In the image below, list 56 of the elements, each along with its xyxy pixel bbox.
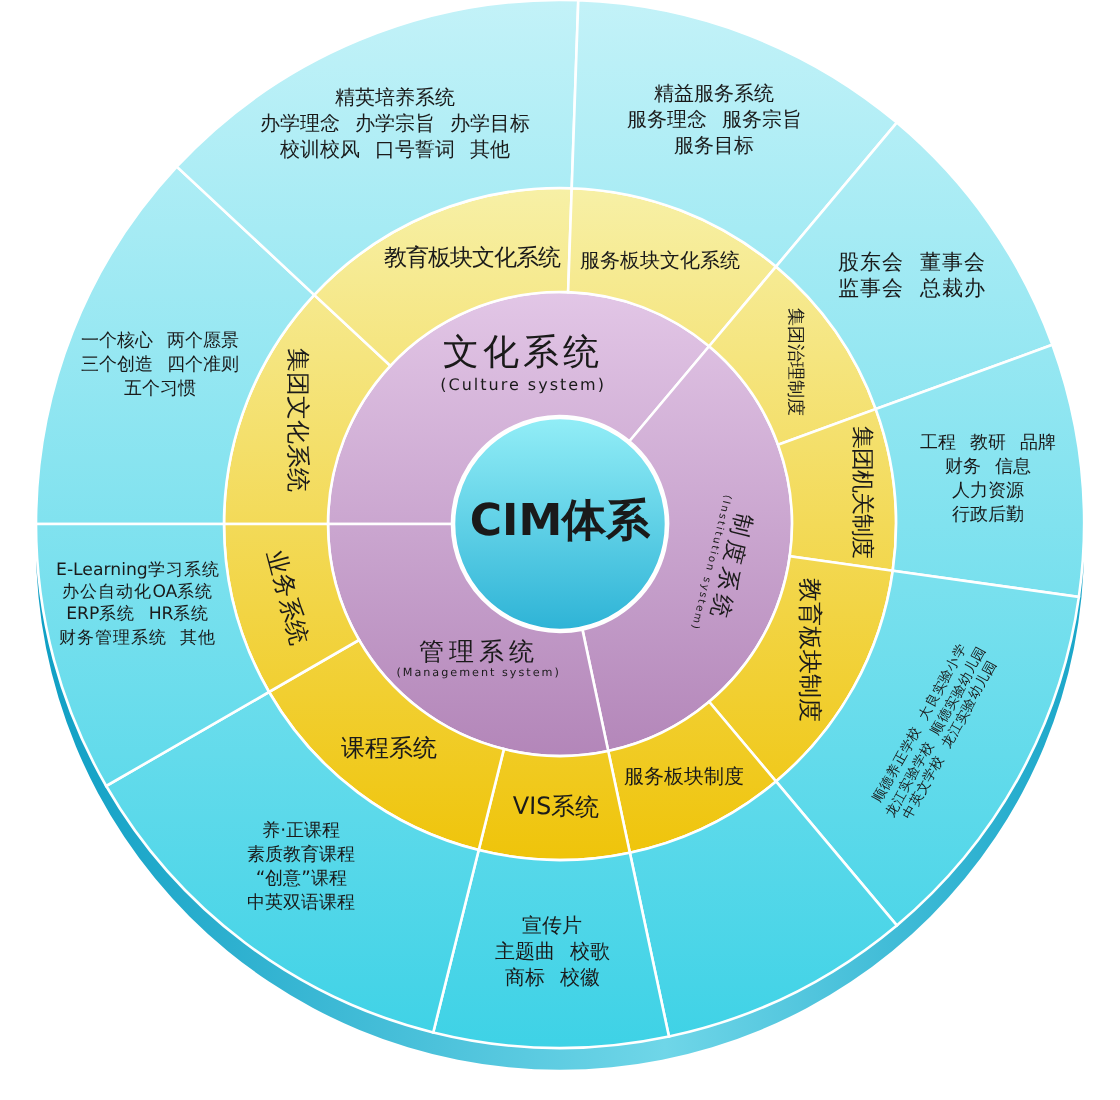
list-item: 办公自动化OA系统 [62,583,214,604]
list-item: ERP系统 [66,606,136,628]
segment-label: 教育板块制度 [793,578,824,723]
list-item: 商标 [504,966,545,993]
segment-label: 集团文化系统 [281,347,312,492]
list-item: 五个习惯 [123,378,196,403]
list-item: 素质教育课程 [247,843,356,868]
list-item: 监事会 [838,277,905,305]
list-item: 行政后勤 [951,503,1024,528]
list-item: 四个准则 [166,354,239,379]
system-title: 文化系统 [443,330,604,377]
list-item: 财务 [944,455,981,480]
segment-label: VIS系统 [511,791,599,825]
list-item: 其他 [180,628,217,651]
list-item: 人力资源 [951,479,1024,504]
list-item: 两个愿景 [166,330,239,355]
list-item: 校歌 [569,941,610,967]
list-item: 服务理念 [626,109,707,136]
list-item: 总裁办 [920,277,987,305]
segment-label: 集团机关制度 [847,426,875,559]
segment-label: 教育板块文化系统 [383,245,560,275]
list-item: 主题曲 [494,941,555,967]
list-item: 精英培养系统 [335,88,456,113]
list-item: HR系统 [148,606,210,628]
list-item: 品牌 [1019,431,1056,456]
system-title: 管理系统 [418,635,539,667]
segment-label: 业务系统 [259,547,314,648]
list-item: 其他 [470,139,511,166]
segment-label: 服务板块文化系统 [579,251,740,278]
list-item: 教研 [969,431,1006,456]
list-item: 校徽 [559,966,600,993]
list-item: 中英双语课程 [247,891,356,916]
list-item: 办学宗旨 [355,113,436,139]
list-item: 口号誓词 [375,139,456,166]
list-item: 校训校风 [280,139,361,166]
segment-label: 课程系统 [341,735,438,767]
list-item: 工程 [919,431,956,456]
list-item: 办学目标 [450,113,531,139]
list-item: 财务管理系统 [59,628,168,651]
list-item: 精益服务系统 [654,84,775,109]
english-subtitle: (Culture system) [440,377,606,398]
list-item: 宣传片 [522,915,583,941]
list-item: 信息 [994,455,1031,480]
list-item: 一个核心 [80,330,153,355]
list-item: 服务宗旨 [721,109,802,135]
list-item: 董事会 [920,250,987,277]
list-item: 服务目标 [674,135,755,161]
list-item: “创意”课程 [255,867,347,892]
list-item: E-Learning学习系统 [56,561,220,582]
list-item: 三个创造 [80,354,153,379]
segment-label: 集团治理制度 [782,307,805,416]
segment-label: 服务板块制度 [624,766,745,793]
center-title: CIM体系 [469,495,651,552]
list-item: 办学理念 [260,113,341,139]
list-item: 养·正课程 [262,819,341,844]
list-item: 股东会 [838,250,905,277]
